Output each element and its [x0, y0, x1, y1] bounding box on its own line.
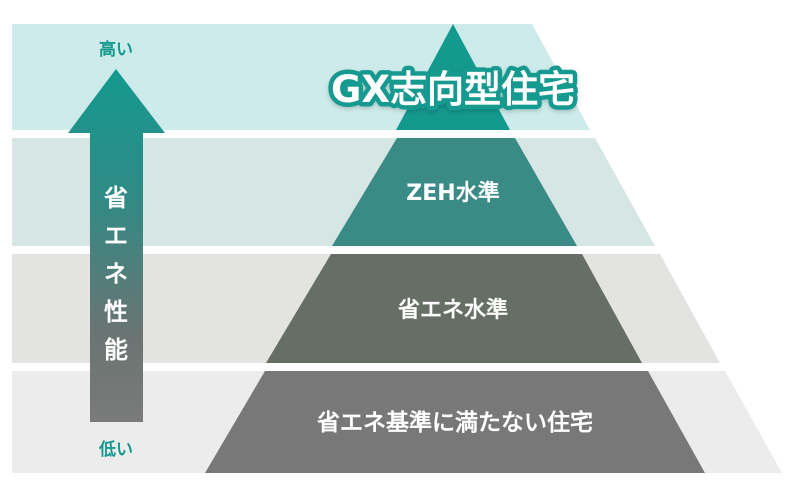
axis-label-char-5: 能: [104, 336, 128, 364]
diagram-title: GX志向型住宅: [331, 68, 575, 111]
axis-label-char-4: 性: [104, 298, 128, 326]
pyramid-tier-3: [266, 254, 642, 363]
tier-4-label: 省エネ基準に満たない住宅: [316, 409, 593, 436]
tier-2-label: ZEH水準: [406, 180, 499, 206]
tier-3-label: 省エネ水準: [397, 297, 508, 323]
arrow-up-icon: [68, 69, 165, 422]
pyramid-tier-2: [332, 138, 577, 246]
energy-performance-arrow: [68, 69, 165, 422]
axis-label-char-3: ネ: [104, 260, 128, 288]
axis-high-label: 高い: [99, 39, 133, 60]
pyramid-tier-1: [396, 24, 510, 130]
axis-low-label: 低い: [98, 439, 133, 460]
pyramid-tier-4: [205, 371, 705, 473]
axis-label-char-2: エ: [104, 222, 128, 250]
axis-label-char-1: 省: [103, 184, 128, 212]
